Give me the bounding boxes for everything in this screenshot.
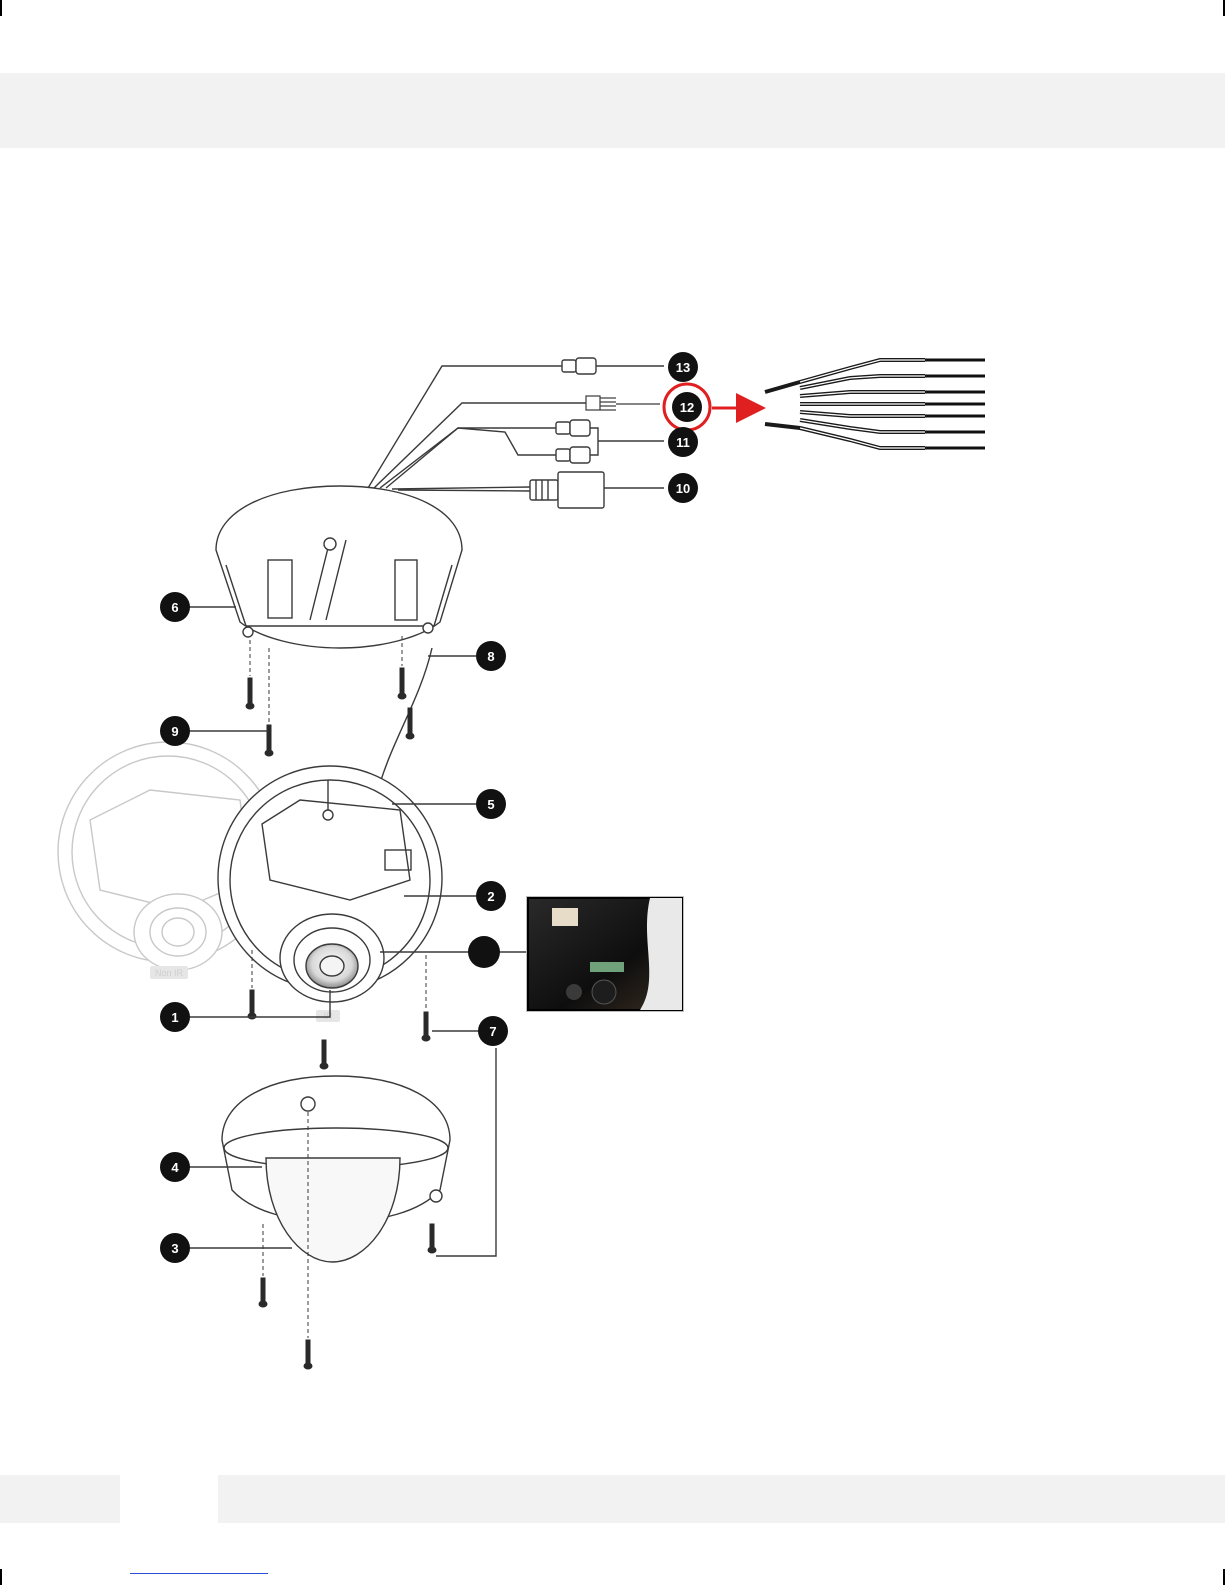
safety-tether xyxy=(378,648,432,790)
callout-2: 2 xyxy=(476,881,506,911)
callout-9: 9 xyxy=(160,716,190,746)
callout-13: 13 xyxy=(668,352,698,382)
svg-text:8: 8 xyxy=(487,649,494,664)
svg-text:9: 9 xyxy=(171,724,178,739)
svg-text:4: 4 xyxy=(171,1160,179,1175)
callout-4: 4 xyxy=(160,1152,190,1182)
terminal-block-12 xyxy=(586,396,660,410)
dual-rca-11 xyxy=(556,420,664,463)
wire-fanout xyxy=(765,360,985,448)
callout-3: 3 xyxy=(160,1233,190,1263)
svg-text:11: 11 xyxy=(676,435,690,450)
base-housing xyxy=(216,486,462,648)
cable-harness xyxy=(368,366,588,491)
svg-text:6: 6 xyxy=(171,600,178,615)
callout-6: 6 xyxy=(160,592,190,622)
callout-1: 1 xyxy=(160,1002,190,1032)
callout-5: 5 xyxy=(476,789,506,819)
svg-text:12: 12 xyxy=(680,400,694,415)
callout-12: 12 xyxy=(672,392,702,422)
svg-text:3: 3 xyxy=(171,1241,178,1256)
ir-label: IR xyxy=(324,1011,334,1021)
callout-blank xyxy=(468,936,500,968)
svg-text:1: 1 xyxy=(171,1010,178,1025)
callout-7: 7 xyxy=(478,1016,508,1046)
rca-connector-13 xyxy=(562,358,664,374)
svg-text:7: 7 xyxy=(489,1024,496,1039)
callout-10: 10 xyxy=(668,473,698,503)
non-ir-label: Non IR xyxy=(155,968,184,978)
inset-photo xyxy=(526,896,684,1012)
svg-text:2: 2 xyxy=(487,889,494,904)
svg-text:10: 10 xyxy=(676,481,690,496)
svg-text:13: 13 xyxy=(676,360,690,375)
dome-cover xyxy=(222,1076,450,1262)
callout-11: 11 xyxy=(668,427,698,457)
svg-text:5: 5 xyxy=(487,797,494,812)
callout-8: 8 xyxy=(476,641,506,671)
power-connector-10 xyxy=(530,472,664,508)
